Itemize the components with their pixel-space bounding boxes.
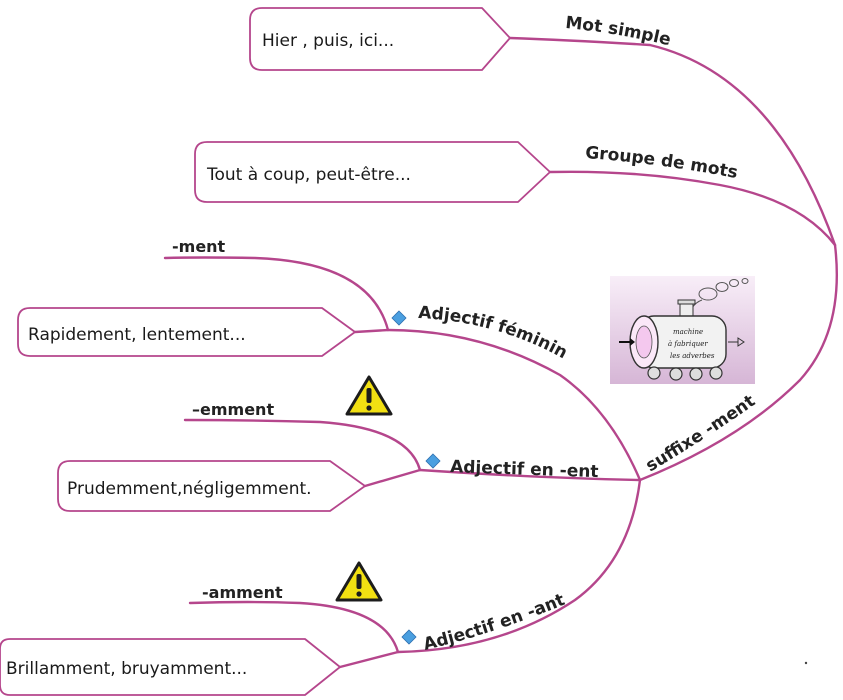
wheels <box>647 366 723 381</box>
example-groupe-de-mots: Tout à coup, peut-être... <box>206 165 411 185</box>
diamond-bullet-icon <box>391 310 407 326</box>
example-adjectif-feminin: Rapidement, lentement... <box>28 325 246 345</box>
machine-text-line-3: les adverbes <box>670 352 715 360</box>
branch-amment-suffix <box>188 600 400 654</box>
steam-puffs <box>691 278 749 309</box>
machine-text-line-2: à fabriquer <box>668 340 708 348</box>
warning-triangle-icon <box>345 375 393 416</box>
suffix-ment: -ment <box>172 237 226 256</box>
branch-to-box-feminin <box>353 328 390 334</box>
label-adjectif-ant: Adjectif en -ant <box>421 590 567 655</box>
box-mot-simple: Hier , puis, ici... <box>249 7 511 71</box>
branch-to-box-ent <box>363 468 422 488</box>
example-adjectif-ant: Brillamment, bruyamment... <box>6 659 247 679</box>
example-mot-simple: Hier , puis, ici... <box>262 31 394 51</box>
branch-suffixe-ment <box>638 243 838 482</box>
box-groupe-de-mots: Tout à coup, peut-être... <box>194 141 551 203</box>
warning-triangle-icon <box>335 561 383 602</box>
branch-adjectif-feminin <box>386 328 642 482</box>
example-adjectif-ent: Prudemment,négligemment. <box>67 479 312 499</box>
branch-ment-suffix <box>163 256 390 332</box>
diamond-bullet-icon <box>401 629 417 645</box>
diamond-bullet-icon <box>425 453 441 469</box>
branch-groupe-de-mots <box>548 170 837 247</box>
box-adjectif-ant: Brillamment, bruyamment... <box>0 638 341 696</box>
branch-adjectif-ent <box>418 468 642 482</box>
suffix-emment: –emment <box>192 400 274 419</box>
adverb-machine-illustration: machine à fabriquer les adverbes <box>610 276 755 384</box>
box-adjectif-feminin: Rapidement, lentement... <box>17 307 356 357</box>
label-adjectif-ent: Adjectif en -ent <box>450 457 599 482</box>
stray-dot <box>804 661 808 665</box>
branch-to-box-ant <box>338 650 400 669</box>
label-suffixe-ment: suffixe -ment <box>642 391 759 476</box>
suffix-amment: -amment <box>202 583 283 602</box>
branch-mot-simple <box>508 36 837 247</box>
label-mot-simple: Mot simple <box>564 13 672 50</box>
box-adjectif-ent: Prudemment,négligemment. <box>57 460 366 512</box>
branch-emment-suffix <box>183 418 422 472</box>
branch-stem <box>396 478 642 654</box>
machine-text-line-1: machine <box>673 328 703 336</box>
